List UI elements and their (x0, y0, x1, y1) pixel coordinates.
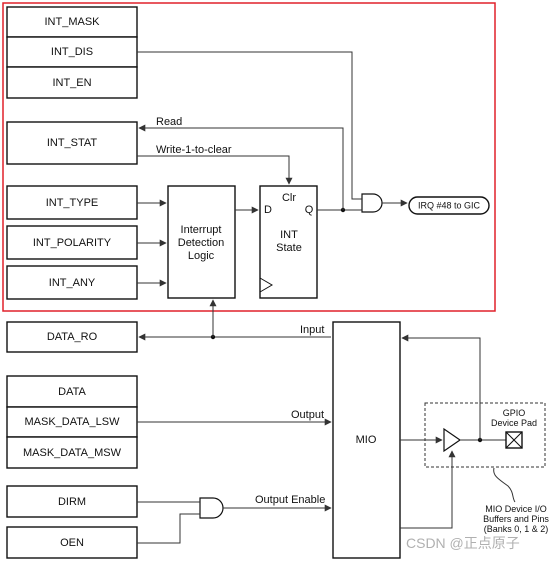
detection-line-2: Detection (178, 237, 224, 249)
mask-data-lsw-register: MASK_DATA_LSW (6, 406, 138, 438)
interrupt-section-highlight (2, 2, 496, 312)
output-label: Output (291, 409, 324, 421)
ff-int-label: INT (280, 229, 298, 241)
ff-d-label: D (264, 204, 272, 216)
int-state-flipflop: Clr D Q INT State (259, 185, 318, 299)
read-label: Read (156, 116, 182, 128)
pad-label-2: Device Pad (491, 418, 537, 428)
oe-to-buffer-wire (400, 450, 456, 529)
data-ro-register: DATA_RO (6, 321, 138, 353)
read-wire (138, 124, 344, 210)
ff-clr-label: Clr (282, 192, 296, 204)
callout-line-3: (Banks 0, 1 & 2) (484, 524, 549, 534)
input-label: Input (300, 324, 324, 336)
int-any-register: INT_ANY (6, 265, 138, 300)
int-dis-wire (137, 51, 362, 200)
int-en-register: INT_EN (6, 66, 138, 99)
mask-data-lsw-label: MASK_DATA_LSW (25, 416, 121, 428)
int-stat-register: INT_STAT (6, 121, 138, 165)
mio-io-buffer-box (424, 402, 546, 468)
dirm-label: DIRM (58, 496, 86, 508)
int-any-label: INT_ANY (49, 277, 96, 289)
dirm-register: DIRM (6, 485, 138, 518)
int-mask-register: INT_MASK (6, 6, 138, 38)
callout-line-1: MIO Device I/O (485, 504, 547, 514)
mask-data-msw-register: MASK_DATA_MSW (6, 436, 138, 469)
data-register: DATA (6, 375, 138, 408)
callout-pointer (493, 467, 516, 503)
output-enable-label: Output Enable (255, 494, 325, 506)
detection-line-1: Interrupt (181, 224, 222, 236)
gpio-pad (505, 431, 523, 449)
pad-input-return-wire (401, 334, 481, 440)
mio-label: MIO (356, 434, 377, 446)
int-polarity-label: INT_POLARITY (33, 237, 112, 249)
oen-to-gate-wire (137, 513, 200, 544)
data-label: DATA (58, 386, 86, 398)
int-en-label: INT_EN (52, 77, 91, 89)
int-polarity-register: INT_POLARITY (6, 225, 138, 260)
int-dis-register: INT_DIS (6, 36, 138, 68)
irq-label: IRQ #48 to GIC (418, 200, 481, 210)
mask-data-msw-label: MASK_DATA_MSW (23, 447, 122, 459)
detection-line-3: Logic (188, 250, 215, 262)
irq-and-gate (361, 193, 383, 213)
irq-output: IRQ #48 to GIC (408, 196, 490, 215)
int-type-label: INT_TYPE (46, 197, 99, 209)
ff-state-label: State (276, 242, 302, 254)
oen-label: OEN (60, 537, 84, 549)
data-ro-label: DATA_RO (47, 331, 98, 343)
output-buffer-triangle (443, 427, 462, 453)
oe-and-gate (199, 497, 224, 519)
oen-register: OEN (6, 526, 138, 559)
interrupt-detection-logic: Interrupt Detection Logic (167, 185, 236, 299)
write-clear-wire (137, 155, 293, 185)
int-stat-label: INT_STAT (47, 137, 98, 149)
int-type-register: INT_TYPE (6, 185, 138, 220)
int-mask-label: INT_MASK (44, 16, 100, 28)
callout-line-2: Buffers and Pins (483, 514, 549, 524)
int-dis-label: INT_DIS (51, 46, 93, 58)
mio-block: MIO (332, 321, 401, 559)
pad-label-1: GPIO (503, 408, 526, 418)
write-clear-label: Write-1-to-clear (156, 144, 232, 156)
clock-triangle (259, 277, 273, 293)
watermark: CSDN @正点原子 (406, 535, 520, 551)
ff-q-label: Q (305, 204, 314, 216)
